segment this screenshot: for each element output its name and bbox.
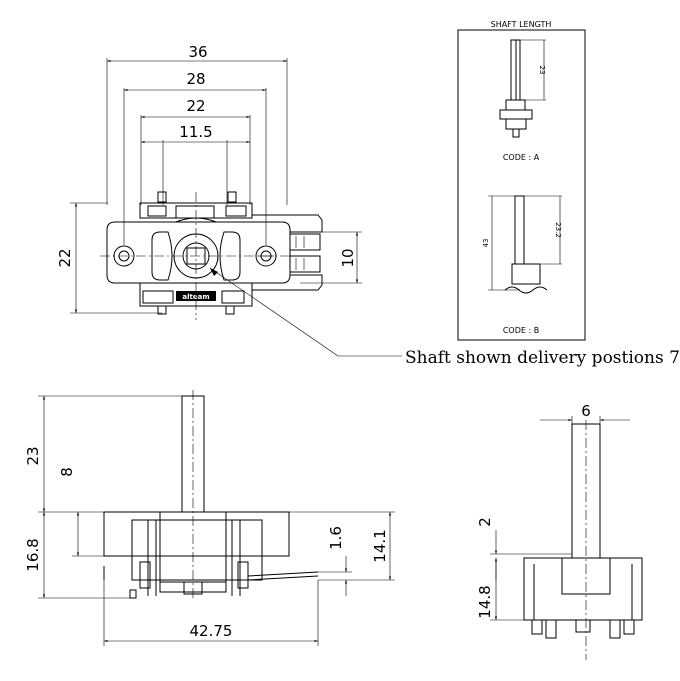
dim-22-width: 22 bbox=[186, 97, 205, 115]
code-b-dim-inner: 23.2 bbox=[554, 222, 562, 238]
dim-11-5: 11.5 bbox=[179, 123, 212, 141]
shaft-delivery-note: Shaft shown delivery postions 7. bbox=[405, 348, 680, 368]
dim-6: 6 bbox=[581, 402, 591, 420]
code-a-label: CODE : A bbox=[503, 153, 540, 162]
code-a-dim: 23 bbox=[538, 66, 546, 75]
dim-1-6: 1.6 bbox=[327, 526, 345, 550]
dim-2: 2 bbox=[476, 517, 494, 527]
dim-16-8: 16.8 bbox=[24, 538, 42, 571]
dim-8: 8 bbox=[58, 467, 76, 477]
top-view: 36 28 22 11.5 22 10 alteam bbox=[56, 43, 680, 368]
dim-36: 36 bbox=[188, 43, 207, 61]
dim-23: 23 bbox=[24, 446, 42, 465]
dim-10: 10 bbox=[339, 248, 357, 267]
dim-42-75: 42.75 bbox=[190, 622, 233, 640]
code-b-dim-outer: 43 bbox=[482, 239, 490, 248]
dim-14-8: 14.8 bbox=[476, 585, 494, 618]
dim-28: 28 bbox=[186, 70, 205, 88]
shaft-length-title: SHAFT LENGTH bbox=[491, 20, 552, 29]
side-view: 23 16.8 8 14.1 1.6 bbox=[24, 390, 395, 646]
shaft-length-panel: SHAFT LENGTH 23 CODE : A 43 23.2 CODE : … bbox=[457, 20, 586, 341]
dim-14-1: 14.1 bbox=[371, 529, 389, 562]
code-b-label: CODE : B bbox=[503, 326, 539, 335]
dim-22-height: 22 bbox=[56, 248, 74, 267]
end-view: 6 2 14.8 bbox=[476, 402, 643, 660]
